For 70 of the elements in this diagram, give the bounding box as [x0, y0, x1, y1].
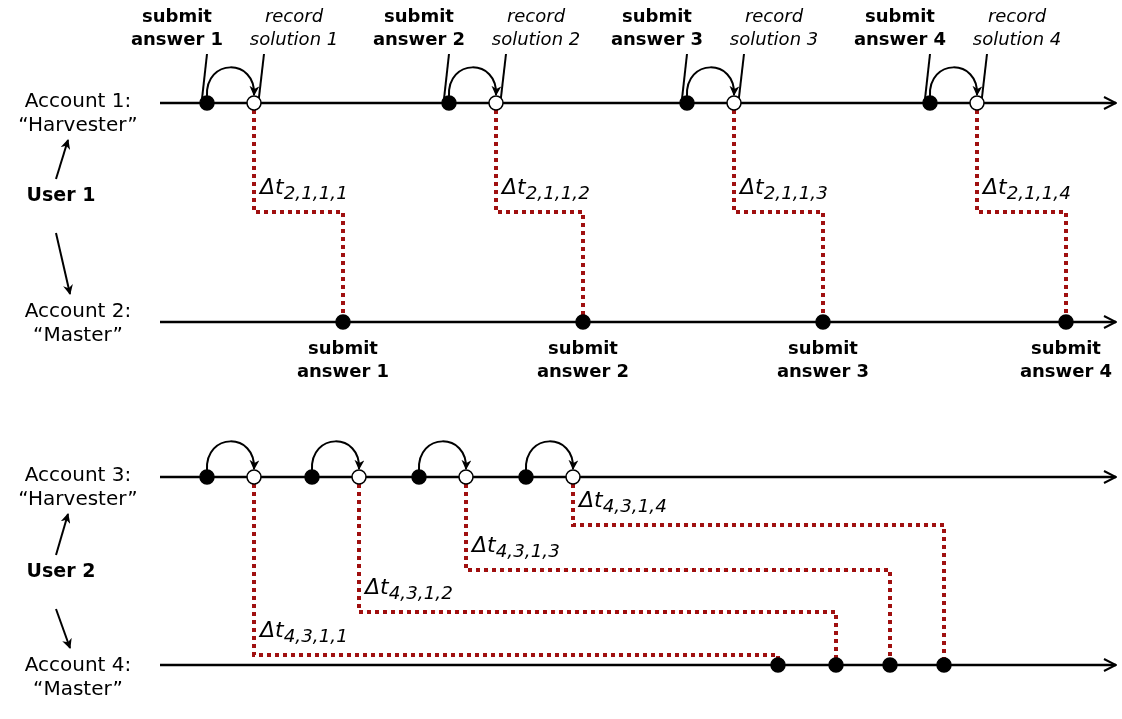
open-event-dot — [726, 95, 742, 111]
open-event-dot — [351, 469, 367, 485]
leader-line — [499, 53, 507, 100]
event-label: submit answer 3 — [775, 336, 871, 382]
arrow — [686, 66, 739, 97]
arrow — [311, 440, 364, 471]
delay-connector — [571, 484, 946, 658]
arrow — [206, 440, 259, 471]
record-label: record solution 3 — [724, 4, 824, 50]
record-label: record solution 2 — [486, 4, 586, 50]
leader-line — [681, 53, 688, 100]
delay-connector — [357, 484, 838, 658]
leader-line — [737, 53, 745, 100]
arrow — [55, 513, 71, 556]
event-dot — [770, 657, 786, 673]
open-event-dot — [969, 95, 985, 111]
open-event-dot — [565, 469, 581, 485]
event-dot — [518, 469, 534, 485]
event-dot — [411, 469, 427, 485]
delay-connector — [975, 110, 1068, 315]
leader-line — [924, 53, 931, 100]
arrow — [448, 66, 501, 97]
arrow — [418, 440, 471, 471]
event-dot — [936, 657, 952, 673]
delay-connector — [494, 110, 585, 315]
event-label: submit answer 1 — [295, 336, 391, 382]
arrow — [55, 139, 71, 180]
account-label: Account 3: “Harvester” — [8, 462, 148, 510]
event-dot — [335, 314, 351, 330]
arrow — [55, 232, 73, 295]
event-dot — [1058, 314, 1074, 330]
delay-connector — [732, 110, 825, 315]
arrow — [929, 66, 982, 97]
event-dot — [828, 657, 844, 673]
delay-connector — [252, 484, 780, 660]
arrow — [206, 66, 259, 97]
open-event-dot — [246, 95, 262, 111]
event-dot — [441, 95, 457, 111]
submit-label: submit answer 3 — [607, 4, 707, 50]
delay-connector — [252, 110, 345, 315]
record-label: record solution 1 — [244, 4, 344, 50]
arrow — [55, 608, 72, 649]
leader-line — [443, 53, 450, 100]
open-event-dot — [488, 95, 504, 111]
leader-line — [257, 53, 265, 100]
event-dot — [922, 95, 938, 111]
event-dot — [815, 314, 831, 330]
account-label: Account 4: “Master” — [8, 652, 148, 700]
account-label: Account 2: “Master” — [8, 298, 148, 346]
user-label: User 1 — [20, 182, 102, 206]
arrow — [525, 440, 578, 471]
open-event-dot — [458, 469, 474, 485]
submit-label: submit answer 2 — [369, 4, 469, 50]
event-dot — [199, 469, 215, 485]
event-label: submit answer 4 — [1018, 336, 1114, 382]
event-dot — [575, 314, 591, 330]
account-label: Account 1: “Harvester” — [8, 88, 148, 136]
record-label: record solution 4 — [967, 4, 1067, 50]
open-event-dot — [246, 469, 262, 485]
submit-label: submit answer 1 — [127, 4, 227, 50]
leader-line — [201, 53, 208, 100]
leader-line — [980, 53, 988, 100]
user-label: User 2 — [20, 558, 102, 582]
event-dot — [199, 95, 215, 111]
submit-label: submit answer 4 — [850, 4, 950, 50]
delay-connector — [464, 484, 892, 658]
event-dot — [882, 657, 898, 673]
event-dot — [679, 95, 695, 111]
event-label: submit answer 2 — [535, 336, 631, 382]
event-dot — [304, 469, 320, 485]
